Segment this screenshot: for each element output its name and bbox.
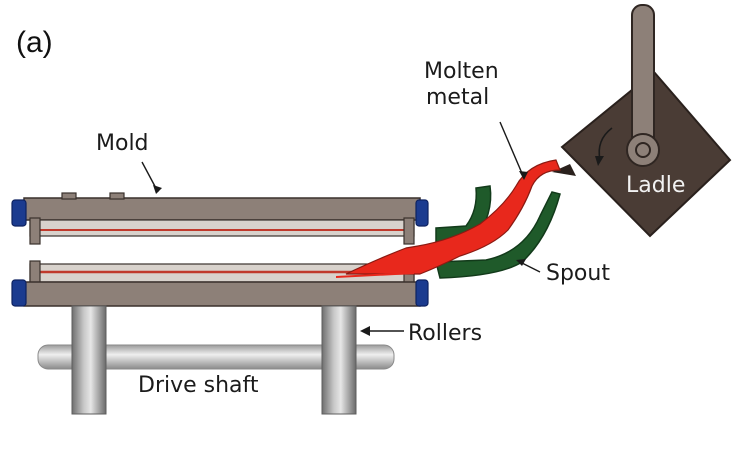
panel-tag: (a) [16,26,53,59]
mold-cap-top-right [415,199,429,227]
label-drive-shaft: Drive shaft [138,373,259,398]
mold-top-bump-2 [109,192,125,200]
mold-top-lining [29,219,415,237]
label-rollers: Rollers [408,321,482,346]
mold-cap-bottom-right [415,279,429,307]
label-molten-line2: metal [426,85,489,110]
ladle-handle [631,4,655,152]
mold-bottom-wall [23,281,421,307]
label-spout: Spout [546,261,610,286]
label-mold: Mold [96,131,149,156]
ladle [552,4,732,238]
molten-metal-lining-fill [336,272,414,278]
mold-arrowhead-icon [153,185,162,194]
roller-left [71,305,107,415]
ladle-lip [552,164,576,176]
mold-top-wall [23,197,421,221]
label-ladle: Ladle [626,173,685,198]
roller-right [321,305,357,415]
mold-top-bump-1 [61,192,77,200]
spout-lower [435,191,561,279]
leader-lines [141,121,541,332]
mold [11,192,429,307]
label-molten-line1: Molten [424,59,499,84]
rotation-arrowhead-icon [595,156,604,166]
molten-metal-stream [345,159,561,275]
mold-cap-bottom-left [11,279,27,307]
mold-cap-top-left [11,199,27,227]
molten-arrowhead-icon [519,171,528,180]
ladle-pivot-inner [635,142,651,158]
drive-shaft [37,344,395,370]
rollers-arrowhead-icon [360,326,370,336]
spout-arrowhead-icon [516,259,526,266]
